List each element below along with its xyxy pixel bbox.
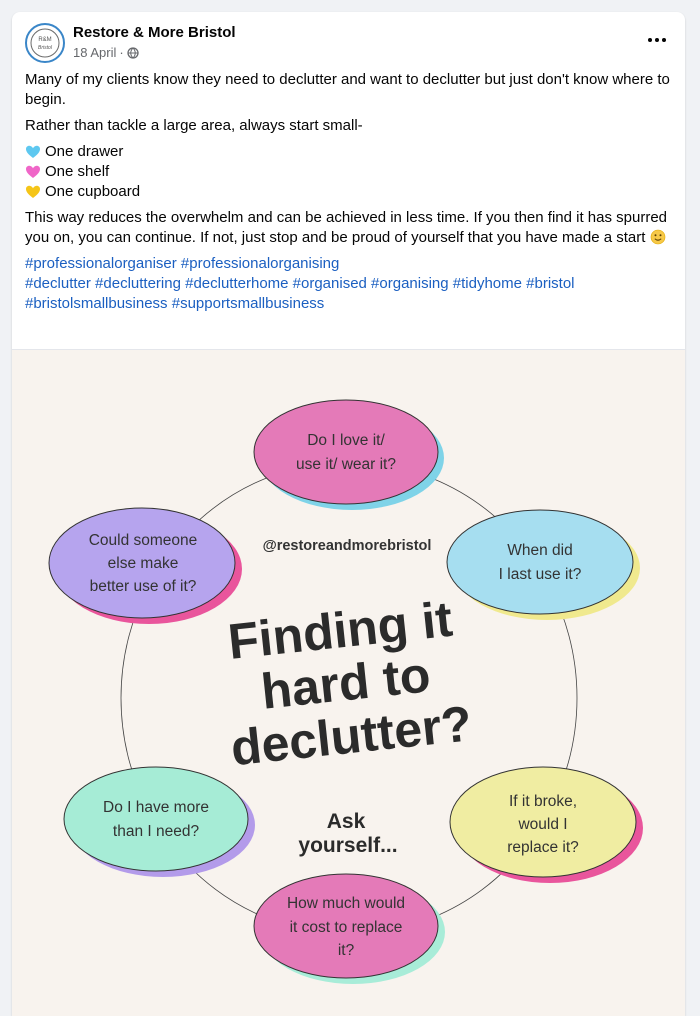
more-dot [662, 38, 666, 42]
more-options-button[interactable] [643, 30, 671, 50]
instagram-handle: @restoreandmorebristol [263, 538, 432, 554]
svg-text:R&M: R&M [38, 37, 51, 43]
hashtag-line[interactable]: #declutter #decluttering #declutterhome … [25, 275, 575, 292]
more-horizontal-icon [648, 38, 652, 42]
post-list: One drawer One shelf One cupboard [25, 142, 675, 202]
bubble-text: it? [338, 942, 355, 959]
globe-icon [127, 46, 139, 59]
list-item: One cupboard [25, 182, 675, 202]
bubble-text: When did [507, 542, 572, 559]
infographic-svg: Do I love it/ use it/ wear it? When did … [48, 399, 643, 984]
pink-heart-icon [26, 165, 40, 178]
avatar-logo-icon: R&M Bristol [30, 28, 60, 58]
post-paragraph-3: This way reduces the overwhelm and can b… [25, 208, 675, 248]
bubble-text: Could someone [89, 532, 198, 549]
hashtags: #professionalorganiser #professionalorga… [25, 254, 675, 314]
ask-line-1: Ask [327, 810, 366, 833]
bubble-text: than I need? [113, 823, 200, 840]
bubble-text: How much would [287, 895, 405, 912]
headline: Finding it hard to declutter? [225, 591, 474, 777]
post-text: Many of my clients know they need to dec… [25, 70, 675, 314]
bubble-last-use: When did I last use it? [446, 509, 640, 620]
author-name[interactable]: Restore & More Bristol [73, 24, 236, 41]
bubble-text: If it broke, [509, 793, 577, 810]
bubble-text: I last use it? [499, 566, 582, 583]
bubble-more-than-need: Do I have more than I need? [63, 766, 255, 877]
list-item-text: One drawer [45, 143, 124, 160]
bubble-text: else make [108, 555, 179, 572]
post-date[interactable]: 18 April [73, 45, 117, 60]
bubble-broke-replace: If it broke, would I replace it? [449, 766, 643, 883]
bubble-someone-else: Could someone else make better use of it… [48, 507, 242, 624]
list-item-text: One shelf [45, 163, 110, 180]
post-header: R&M Bristol Restore & More Bristol 18 Ap… [12, 12, 685, 72]
post-paragraph-2: Rather than tackle a large area, always … [25, 117, 363, 134]
hashtag-line[interactable]: #bristolsmallbusiness #supportsmallbusin… [25, 295, 325, 312]
post-meta: 18 April · [73, 45, 139, 60]
slightly-smiling-face-icon [650, 229, 665, 245]
blue-heart-icon [26, 145, 40, 158]
bubble-text: replace it? [507, 839, 579, 856]
meta-separator: · [119, 45, 124, 60]
list-item: One shelf [25, 162, 675, 182]
bubble-love-use-wear: Do I love it/ use it/ wear it? [253, 399, 444, 510]
post-image[interactable]: Do I love it/ use it/ wear it? When did … [12, 349, 685, 1016]
svg-text:Bristol: Bristol [38, 45, 53, 51]
bubble-text: Do I have more [103, 799, 209, 816]
avatar[interactable]: R&M Bristol [25, 23, 65, 63]
bubble-text: would I [517, 816, 567, 833]
paragraph-3-text: This way reduces the overwhelm and can b… [25, 209, 668, 246]
bubble-text: it cost to replace [290, 919, 403, 936]
bubble-text: better use of it? [90, 578, 197, 595]
bubble-cost-replace: How much would it cost to replace it? [253, 873, 445, 984]
bubble-text: use it/ wear it? [296, 456, 396, 473]
hashtag-line[interactable]: #professionalorganiser #professionalorga… [25, 255, 340, 272]
list-item-text: One cupboard [45, 183, 141, 200]
more-dot [655, 38, 659, 42]
ask-line-2: yourself... [298, 834, 397, 857]
list-item: One drawer [25, 142, 675, 162]
post-card: R&M Bristol Restore & More Bristol 18 Ap… [12, 12, 685, 1016]
post-paragraph-1: Many of my clients know they need to dec… [25, 71, 670, 108]
yellow-heart-icon [26, 185, 40, 198]
bubble-text: Do I love it/ [307, 432, 385, 449]
